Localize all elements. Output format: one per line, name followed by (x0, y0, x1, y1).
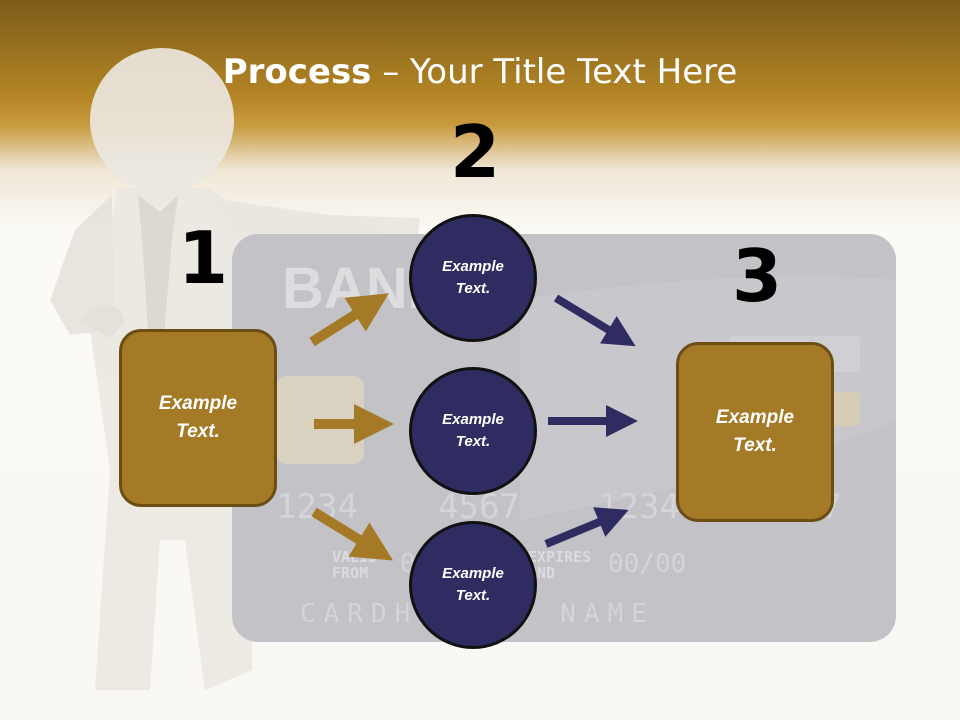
arrow-circle3-to-box3 (544, 507, 629, 548)
circle3-line2: Text. (455, 587, 491, 604)
arrow-box1-to-circle3 (311, 507, 394, 561)
circle1-line2: Text. (455, 280, 491, 297)
arrow-circle1-to-box3 (553, 294, 636, 347)
left-box-line2: Text. (176, 421, 220, 442)
title-rest: – Your Title Text Here (371, 52, 738, 92)
card-expires-value: 00/00 (608, 549, 686, 579)
card-expires-label-1: EXPIRES (528, 548, 591, 566)
circle1-line1: Example (442, 257, 504, 275)
arrow-box1-to-circle1 (309, 293, 389, 347)
step-number-3: 3 (732, 234, 783, 318)
left-box-line1: Example (158, 392, 238, 414)
step-number-1: 1 (178, 216, 229, 300)
card-valid-label-2: FROM (332, 564, 368, 582)
circle2-line1: Example (442, 410, 504, 428)
circle2-line2: Text. (455, 433, 491, 450)
right-box-line2: Text. (733, 435, 777, 456)
card-number-group-1: 1234 (276, 487, 358, 527)
slide-title: Process – Your Title Text Here (0, 52, 960, 92)
right-box-line1: Example (715, 406, 795, 428)
step-number-2: 2 (450, 110, 501, 194)
title-bold: Process (222, 52, 372, 92)
circle3-line1: Example (442, 564, 504, 582)
